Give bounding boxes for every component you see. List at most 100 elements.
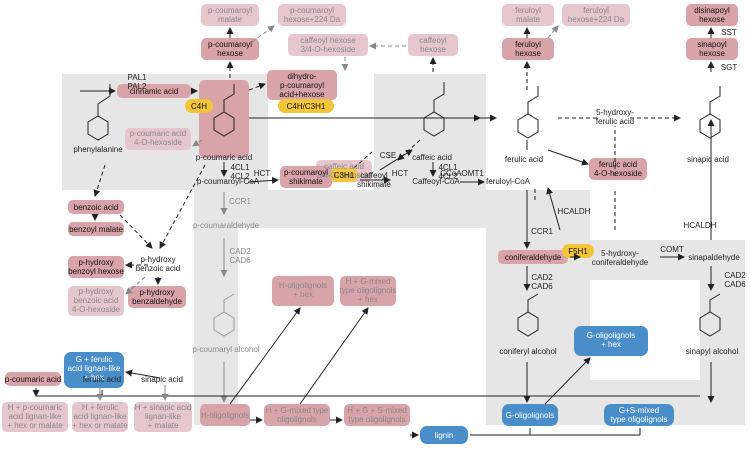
sinapic-acid2-label: sinapic acid	[141, 375, 183, 384]
lignin-label: lignin	[435, 431, 454, 440]
sinapaldehyde-label: sinapaldehyde	[688, 253, 740, 262]
pcoumaroyl-malate-node	[201, 4, 259, 26]
lignin-node	[420, 426, 468, 444]
ferulic-acid-label: ferulic acid	[505, 155, 543, 164]
c4h-c3h1-label: C4H/C3H1	[287, 102, 326, 111]
feruloyl-hexose224-node	[562, 4, 630, 26]
pcoumaric-acid2-label: p-coumaric acid	[5, 375, 61, 384]
f5h1-pill	[562, 244, 594, 258]
sinapic-molecule	[699, 113, 721, 139]
benzoyl-malate-node	[68, 222, 124, 236]
gs-oligo-node	[604, 404, 674, 426]
c4h-pill	[185, 99, 213, 113]
hgs-oligo-node	[344, 404, 410, 426]
dihydro-node	[267, 70, 337, 100]
g-oligo-hex-label: G-oligolignols+ hex	[587, 331, 635, 349]
caffeic-acid-label: caffeic acid	[412, 153, 452, 162]
feruloyl-coa-label: feruloyl-CoA	[486, 177, 531, 186]
g-ferulic-node	[64, 352, 124, 388]
sinapic-acid-label: sinapic acid	[687, 155, 729, 164]
phenylalanine-label: phenylalanine	[73, 145, 123, 154]
feruloyl-malate-node	[502, 4, 554, 26]
phb-hexoside-node	[68, 286, 124, 316]
h-sinapic-node	[134, 402, 192, 432]
g-oligo-label: G-oligolignols	[506, 411, 554, 420]
c3h1-label: C3H1	[334, 171, 355, 180]
benzoic-acid-node	[68, 200, 124, 214]
h-oligo-label: H-oligolignols	[201, 411, 249, 420]
caffeoyl-coa-label: Caffeoyl-CoA	[412, 177, 460, 186]
h-oligo-hex-node	[272, 276, 334, 306]
hcaldh2-label: HCALDH	[684, 221, 717, 230]
phb-aldehyde-node	[128, 286, 186, 308]
benzoic-acid-label: benzoic acid	[74, 203, 118, 212]
cse-label: CSE	[380, 151, 396, 160]
c3h1-pill	[330, 168, 358, 182]
coniferaldehyde-node	[498, 250, 568, 264]
comt-label: COMT	[660, 245, 684, 254]
hg-oligo-hex-node	[340, 276, 396, 306]
sinapyl-alcohol-label: sinapyl alcohol	[686, 347, 739, 356]
caffeoyl-hexose-node	[408, 34, 458, 56]
disinapoyl-hexose-node	[686, 4, 738, 26]
ferulic-acid2-label: ferulic acid	[83, 375, 121, 384]
pcoumaraldehyde-label: p-coumaraldehyde	[193, 221, 260, 230]
coniferaldehyde-label: coniferaldehyde	[505, 253, 562, 262]
ferulic-molecule	[517, 113, 539, 139]
pcoumaryl-alcohol-label: p-coumaryl alcohol	[192, 345, 259, 354]
pcoumaroyl-coa-label: p-coumaroyl-CoA	[197, 177, 260, 186]
hydroxyferulic-label: 5-hydroxy-ferulic acid	[596, 108, 634, 126]
ferulic-hexoside-node	[589, 158, 647, 180]
h-oligo-node	[200, 404, 250, 426]
h-oligo-hex-label: H-oligolignols+ hex	[279, 281, 327, 299]
caffeoyl-hexose-hexoside-node	[288, 34, 368, 56]
h-ferulic-node	[72, 402, 128, 432]
ccoaomt1-label: CCoAOMT1	[440, 169, 484, 178]
cinnamic-acid-label: cinnamic acid	[130, 87, 178, 96]
c4h-c3h1-pill	[278, 99, 334, 113]
coniferyl-alcohol-label: coniferyl alcohol	[499, 347, 557, 356]
ccr1b-label: CCR1	[531, 227, 553, 236]
hcaldh1-label: HCALDH	[558, 207, 591, 216]
sinapoyl-hexose-node	[686, 38, 738, 60]
pcoumaric-acid2-node	[5, 372, 61, 386]
benzoyl-malate-label: benzoyl malate	[69, 225, 123, 234]
pcoumaroyl-shikimate-node	[280, 166, 332, 188]
pcoumaroyl-hexose224-node	[278, 4, 346, 26]
ccr1a-label: CCR1	[229, 197, 251, 206]
feruloyl-hexose-node	[502, 38, 554, 60]
cinnamic-acid-node	[117, 84, 191, 98]
pcoumaroyl-hexose-node	[201, 38, 259, 60]
sst-label: SST	[721, 28, 737, 37]
phb-hexose-node	[68, 256, 124, 278]
